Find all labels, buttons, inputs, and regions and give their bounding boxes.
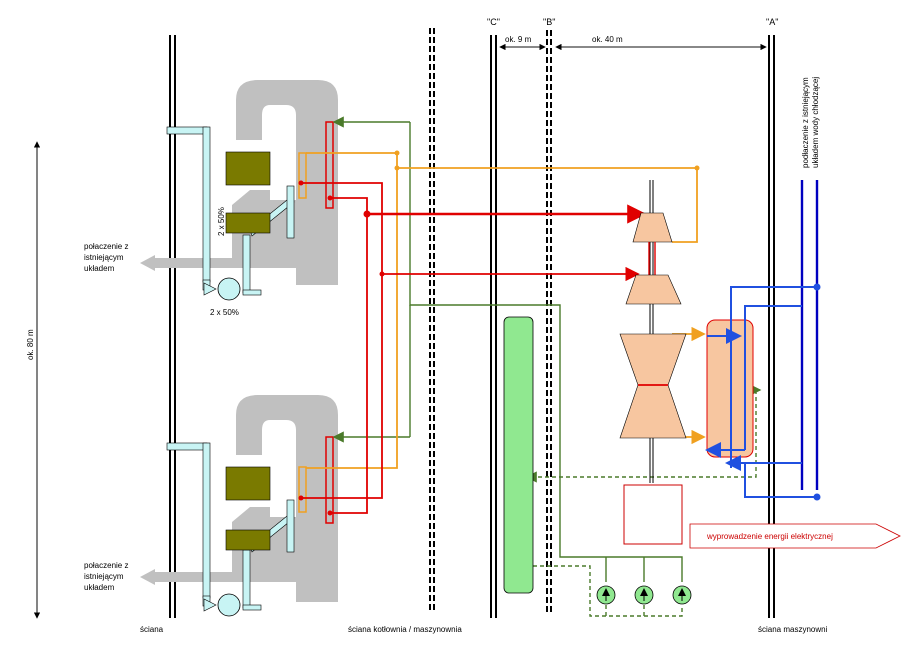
steam-node-6 [327,510,333,516]
dimension-cb-label: ok. 9 m [505,35,532,44]
superheater-lower-red [325,436,334,524]
wall-boiler-machine [429,28,435,612]
cooling-water-pipes [705,286,817,498]
axis-label-c: "C" [487,17,500,27]
boiler-upper [140,80,338,285]
feedwater-pump-2 [634,585,654,605]
boiler-lower [140,395,338,602]
steam-node-4 [327,195,333,201]
dimension-height-label: ok. 80 m [26,329,35,360]
cooling-water-label: podłaczenie z istniejącym układem wody c… [801,75,820,168]
wall-label-left: ściana [140,625,164,634]
mill-upper-2 [225,212,271,234]
axis-label-a: "A" [766,17,778,27]
turbine-hp-ip-connector [648,242,656,275]
reheat-node-3 [694,165,700,171]
cooling-node-2 [813,493,821,501]
fan-upper [203,277,241,301]
steam-node-2 [379,271,385,277]
steam-node-1 [363,210,371,218]
superheater-upper-orange [298,152,307,199]
superheater-upper-red [325,121,334,209]
generator [623,484,683,545]
cooling-water-mains [800,180,819,490]
feedwater-pump-3 [672,585,692,605]
feedwater-pump-1 [596,585,616,605]
feedwater-tank [503,316,534,594]
reheat-node-2 [394,165,400,171]
turbine-lp [619,333,687,439]
superheater-lower-orange [298,466,307,513]
steam-node-3 [298,180,304,186]
main-steam-pipes [301,182,647,514]
turbine-ip [625,274,682,305]
turbine-hp [632,212,673,243]
fan-upper-pct: 2 x 50% [210,308,239,317]
wall-left [169,35,176,618]
connection-label-lower: połaczenie z istniejącym układem [84,561,131,592]
mill-lower-2 [225,529,271,551]
mill-lower-1 [225,466,271,501]
cooling-node-1 [813,283,821,291]
power-output-arrow [689,523,901,549]
wall-label-machine: ściana maszynowni [758,625,828,634]
steam-node-5 [298,495,304,501]
reheat-node-1 [394,150,400,156]
axis-label-b: "B" [543,17,555,27]
power-output-label: wyprowadzenie energii elektrycznej [706,532,833,541]
fan-lower [203,593,241,617]
wall-label-boiler-machine: ściana kotłownia / maszynownia [348,625,462,634]
dimension-ba-label: ok. 40 m [592,35,623,44]
axis-c-line [490,35,497,618]
connection-label-upper: połaczenie z istniejącym układem [84,242,131,273]
axis-a-line [768,35,775,618]
mill-upper-pct: 2 x 50% [217,207,226,236]
axis-b-line [546,30,552,612]
mill-upper-1 [225,151,271,186]
